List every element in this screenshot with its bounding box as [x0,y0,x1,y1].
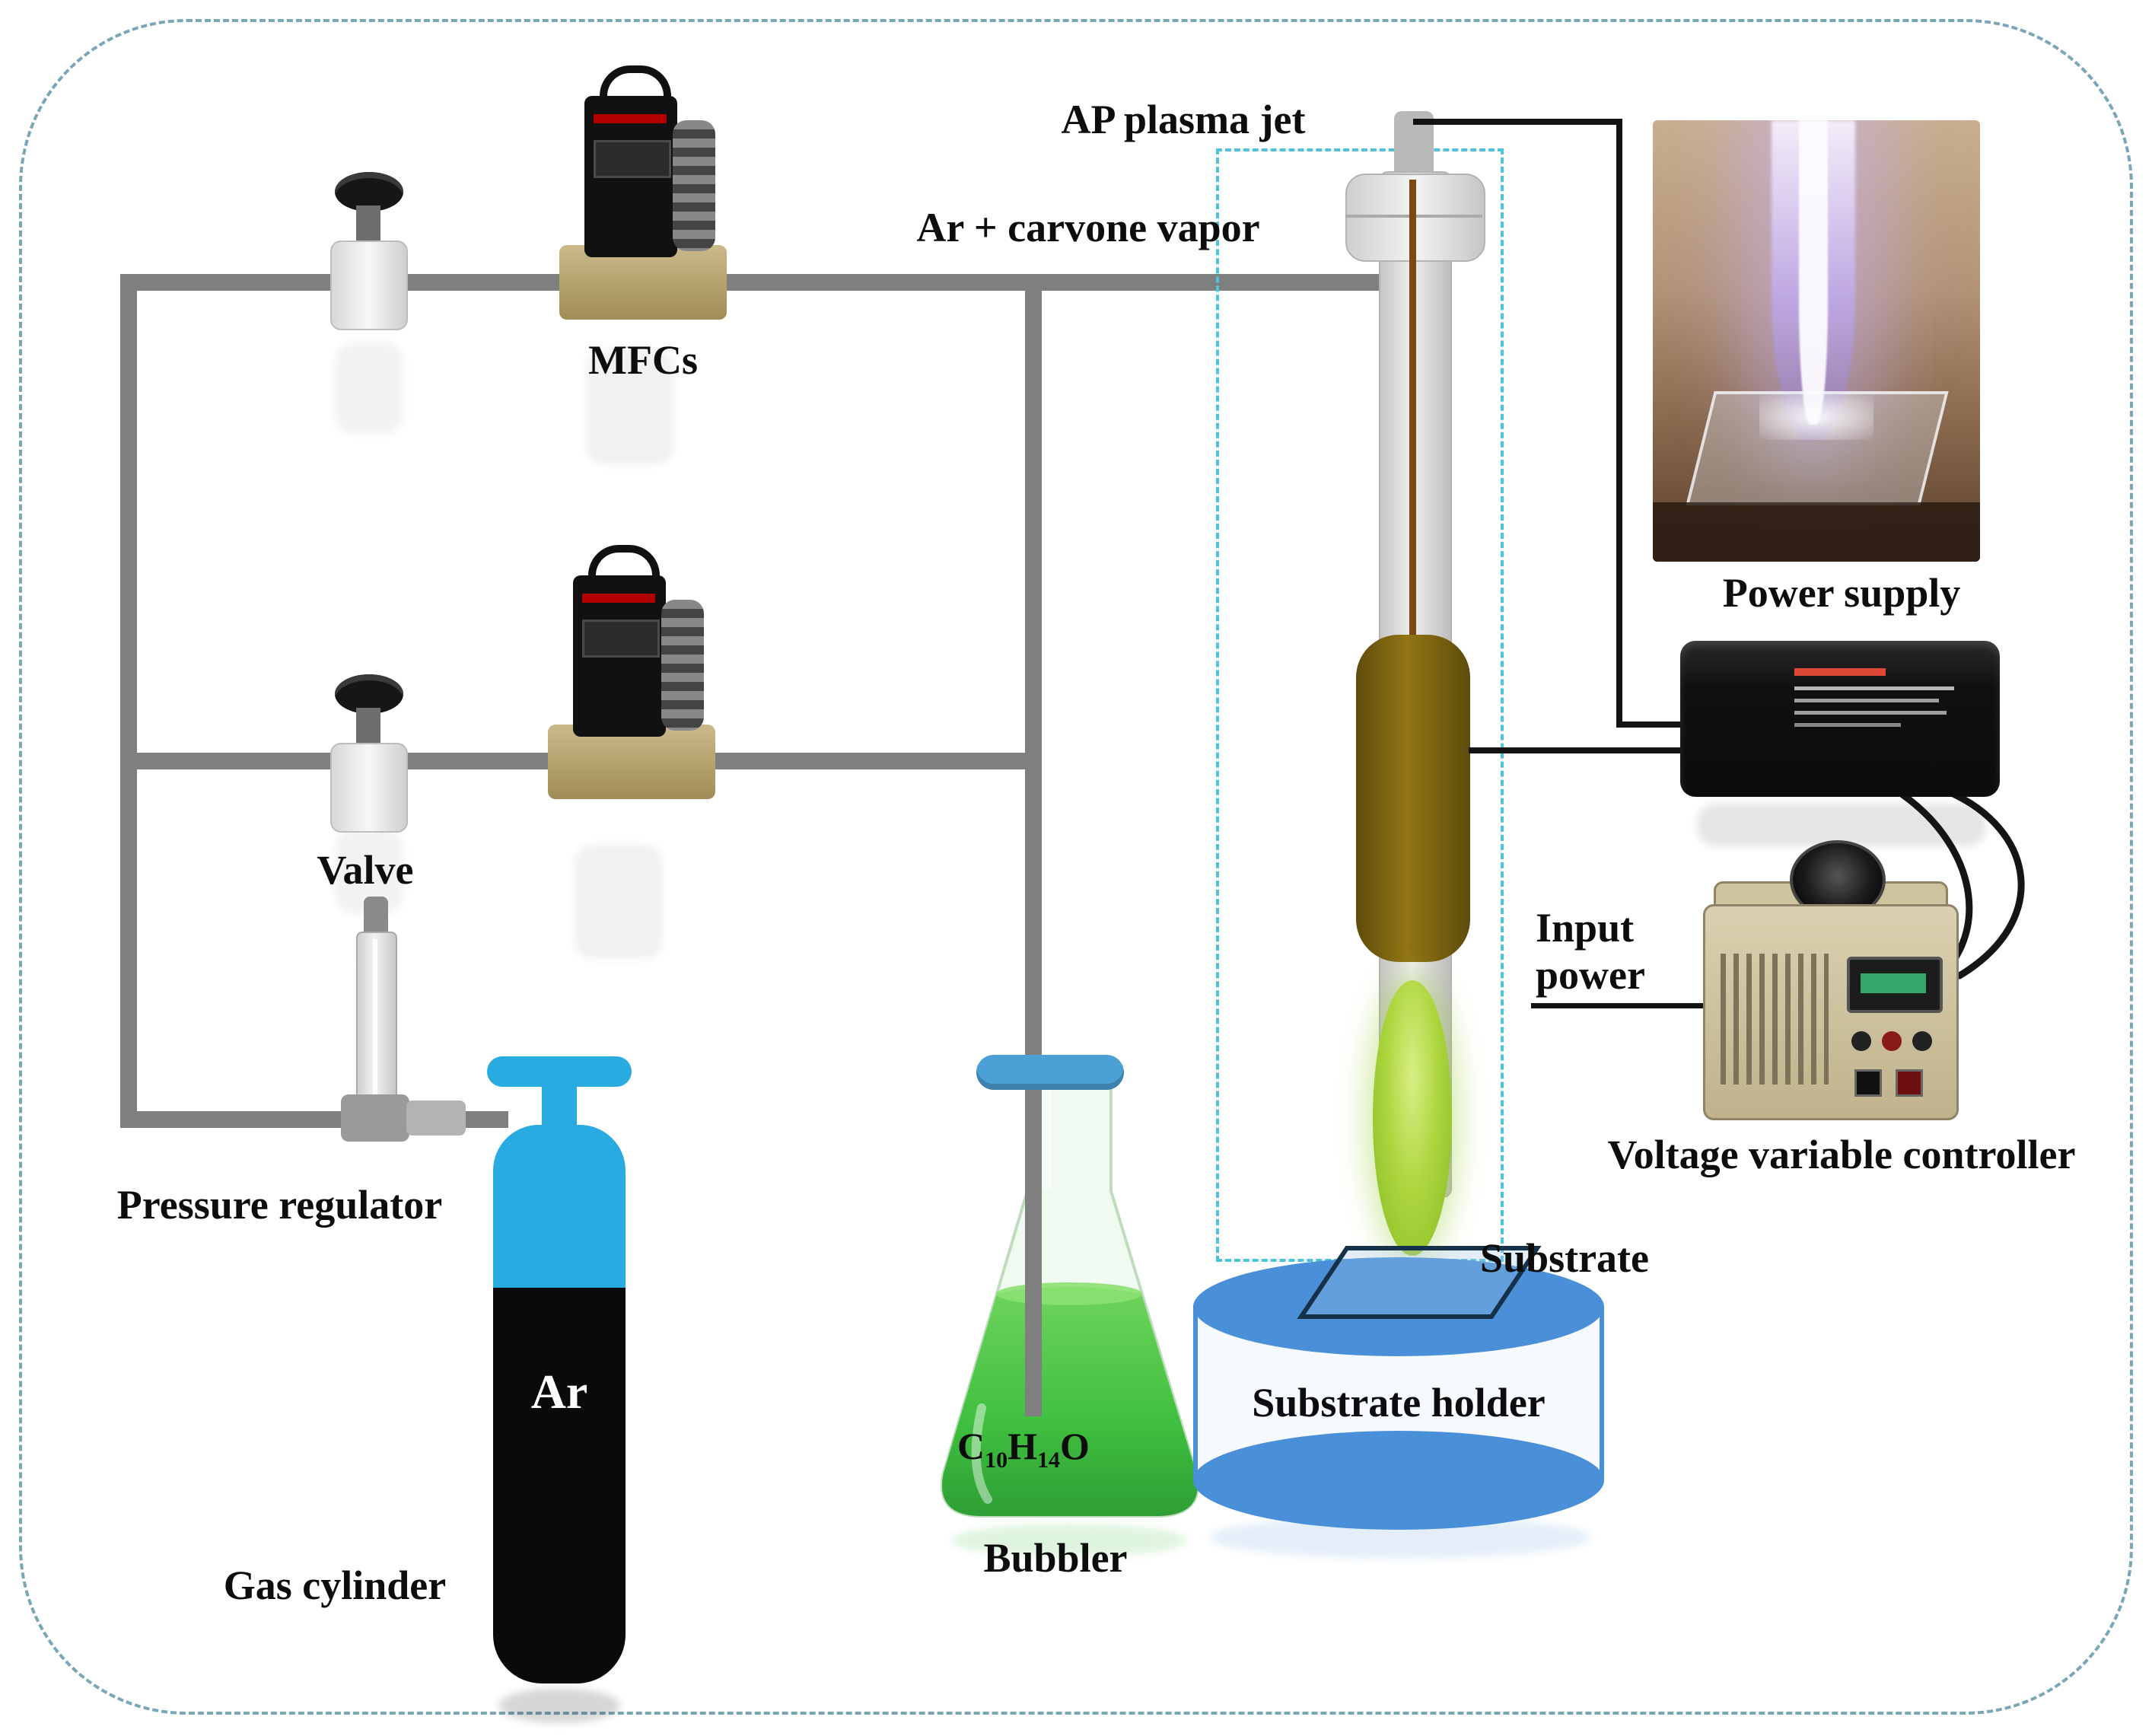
gas-cylinder-handle [487,1056,632,1087]
flask-shine [971,1403,992,1504]
mfc1-cable [600,65,671,114]
valve2-body [330,743,408,833]
wire-input-power [1531,1003,1705,1008]
gas-cylinder-valve-stem [542,1082,577,1129]
controller-socket-1 [1854,1069,1882,1097]
substrate-holder-label: Substrate holder [1252,1380,1546,1425]
substrate-label: Substrate [1480,1235,1650,1281]
controller-display [1847,957,1943,1013]
cylinder-gas-label: Ar [530,1365,588,1419]
valve1-knob [335,172,403,212]
voltage-controller-label: Voltage variable controller [1607,1132,2076,1177]
controller-socket-2 [1896,1069,1923,1097]
reflection-mfc2 [575,845,663,959]
photo-bench-dark [1653,502,1980,562]
mfc1-base [559,245,727,320]
bubbler-label: Bubbler [983,1535,1128,1581]
wire-to-supply-short [1616,721,1686,728]
substrate-plate [1297,1246,1542,1319]
valve1-body [330,240,408,330]
pipe-top-horizontal [120,274,1383,291]
input-power-line1: Input [1536,905,1635,951]
pipe-bubbler-vertical [1025,282,1042,1416]
reflection-flask [951,1524,1187,1557]
jet-outer-electrode [1356,635,1470,962]
controller-button-1 [1851,1031,1871,1051]
pressure-regulator-label: Pressure regulator [116,1182,443,1228]
valve2-knob [335,674,403,714]
valve-label: Valve [317,847,414,893]
reflection-cylinder [498,1688,620,1723]
mfc1-connector-cylinder [673,120,715,251]
power-supply-text-lines [1794,668,1962,727]
power-supply-device [1680,641,2000,797]
controller-button-3 [1912,1031,1932,1051]
pressure-regulator-float-line [373,939,377,1104]
pressure-regulator-base-fitting [341,1094,409,1142]
controller-body [1703,904,1959,1120]
substrate-holder-top [1193,1257,1604,1356]
controller-vents [1721,954,1829,1085]
mfc2-cable [588,545,660,594]
gas-cylinder-label: Gas cylinder [223,1562,447,1608]
plasma-plume [1373,980,1452,1256]
ar-carvone-vapor-label: Ar + carvone vapor [916,205,1260,250]
bubbler-stopper [976,1055,1124,1090]
pressure-regulator-cap [364,897,388,938]
valve2-stem [356,708,380,749]
flask-liquid-surface [996,1282,1142,1305]
gas-cylinder-body [493,1288,626,1683]
flask-formula-label: C10H14O [957,1425,1090,1473]
flask-liquid [942,1287,1198,1516]
reflection-valve1 [335,342,403,434]
mfc2-base [548,725,715,799]
flask-neck-highlight [1041,1075,1052,1189]
wire-electrode-to-supply [1469,747,1686,753]
substrate-holder-bottom [1193,1431,1604,1530]
photo-slide-glow [1759,394,1873,440]
pressure-regulator-side-fitting [406,1101,466,1136]
jet-inner-electrode-wire [1409,180,1416,651]
wire-jet-top-horizontal [1413,119,1622,125]
wire-right-vertical [1616,119,1622,728]
input-power-label: Input power [1536,904,1703,999]
reflection-mfc1 [586,350,674,464]
figure-frame [19,19,2133,1715]
mfc2-connector-cylinder [661,600,704,731]
pipe-left-vertical [120,274,137,1128]
ap-plasma-jet-label: AP plasma jet [1061,97,1306,142]
mfc2-display [582,620,660,658]
input-power-line2: power [1536,952,1645,999]
plasma-photo-inset [1653,120,1980,562]
mfc2-brand-line [582,594,655,603]
valve1-stem [356,205,380,247]
gas-cylinder-shoulder [493,1125,626,1297]
photo-beam-core [1799,120,1828,425]
controller-button-2 [1882,1031,1902,1051]
mfc1-brand-line [594,114,667,123]
mfc1-display [594,140,671,178]
mfcs-label: MFCs [588,337,698,383]
power-supply-label: Power supply [1722,570,1961,616]
